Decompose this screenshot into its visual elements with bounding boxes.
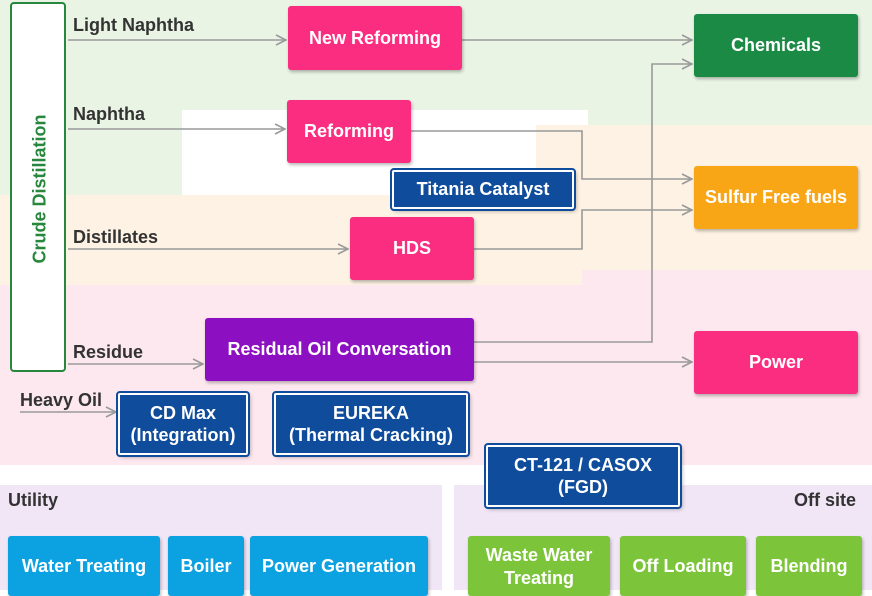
ct121-line2: (FGD)	[558, 477, 608, 497]
ct121-box: CT-121 / CASOX (FGD)	[484, 443, 682, 509]
fuels-zone	[0, 195, 582, 285]
utility-title: Utility	[8, 490, 59, 510]
crude-distillation-column: Crude Distillation	[10, 2, 66, 372]
waste-water-line2: Treating	[503, 567, 574, 588]
reforming-box: Reforming	[287, 100, 411, 163]
arrow-residual-chemicals	[474, 64, 692, 343]
chemicals-box: Chemicals	[694, 14, 858, 77]
eureka-line2: (Thermal Cracking)	[288, 425, 454, 445]
power-generation-box: Power Generation	[250, 536, 428, 596]
naphtha-label: Naphtha	[73, 104, 145, 124]
heavy-oil-label: Heavy Oil	[20, 390, 103, 410]
water-treating-box: Water Treating	[8, 536, 160, 596]
light-naphtha-label: Light Naphtha	[73, 15, 194, 35]
new-reforming-box: New Reforming	[288, 6, 462, 70]
hds-box: HDS	[350, 217, 474, 280]
residue-label: Residue	[73, 342, 144, 362]
cd-max-line1: CD Max	[149, 402, 216, 423]
crude-distillation-label: Crude Distillation	[29, 114, 50, 264]
distillates-label: Distillates	[73, 227, 159, 247]
power-box: Power	[694, 331, 858, 394]
titania-catalyst-box: Titania Catalyst	[390, 168, 576, 211]
ct121-line1: CT-121 / CASOX	[513, 454, 653, 475]
residual-oil-box: Residual Oil Conversation	[205, 318, 474, 381]
cd-max-line2: (Integration)	[130, 425, 236, 445]
waste-water-treating-box: Waste Water Treating	[468, 536, 610, 596]
arrow-reforming-fuels	[411, 130, 692, 179]
eureka-line1: EUREKA	[332, 402, 409, 423]
chemicals-zone-right	[588, 110, 872, 125]
cd-max-box: CD Max (Integration)	[116, 391, 250, 457]
off-loading-box: Off Loading	[620, 536, 746, 596]
offsite-title: Off site	[794, 490, 857, 510]
arrow-hds-fuels	[474, 210, 692, 250]
power-zone-notch	[582, 270, 872, 285]
eureka-box: EUREKA (Thermal Cracking)	[272, 391, 470, 457]
blending-box: Blending	[756, 536, 862, 596]
waste-water-line1: Waste Water	[485, 545, 593, 565]
boiler-box: Boiler	[168, 536, 244, 596]
sulfur-free-fuels-box: Sulfur Free fuels	[694, 166, 858, 229]
